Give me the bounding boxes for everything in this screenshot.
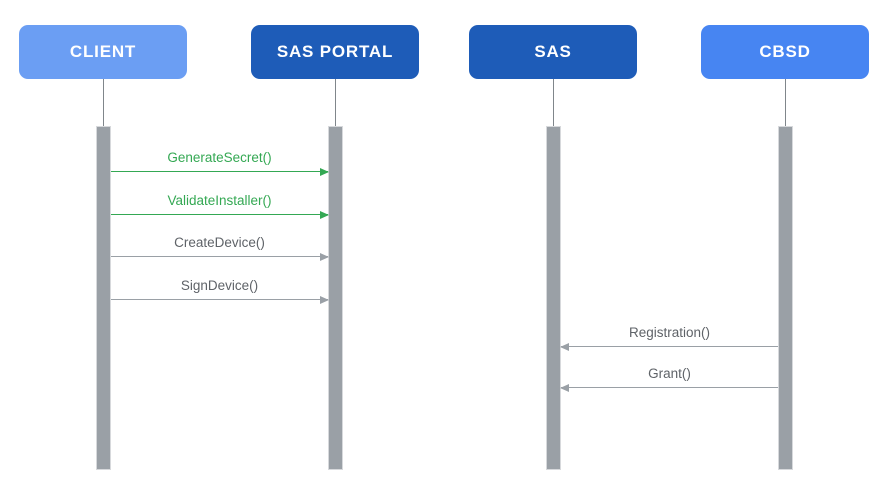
message-validate-installer: ValidateInstaller() [111, 185, 329, 219]
lifeline-cbsd [784, 79, 786, 126]
actor-box-sas-portal: SAS PORTAL [251, 25, 419, 79]
arrowhead-left-icon [560, 342, 569, 351]
actor-box-sas: SAS [469, 25, 637, 79]
message-grant: Grant() [560, 358, 778, 392]
actor-box-cbsd: CBSD [701, 25, 869, 79]
activation-bar-cbsd [777, 126, 793, 470]
arrowhead-right-icon [320, 252, 329, 261]
message-label-generate-secret: GenerateSecret() [167, 150, 272, 165]
message-line [111, 213, 328, 215]
message-line [111, 298, 328, 300]
message-sign-device: SignDevice() [111, 270, 329, 304]
message-line [111, 170, 328, 172]
message-label-create-device: CreateDevice() [174, 235, 265, 250]
actor-label-sas-portal: SAS PORTAL [276, 42, 394, 61]
lifeline-sas [552, 79, 554, 126]
message-label-validate-installer: ValidateInstaller() [167, 193, 272, 208]
message-label-sign-device: SignDevice() [180, 278, 259, 293]
message-registration: Registration() [560, 317, 778, 351]
arrowhead-left-icon [560, 383, 569, 392]
actor-box-client: CLIENT [19, 25, 187, 79]
message-label-registration: Registration() [628, 325, 711, 340]
lifeline-client [102, 79, 104, 126]
message-label-grant: Grant() [648, 366, 691, 381]
activation-bar-sas-portal [327, 126, 343, 470]
arrowhead-right-icon [320, 210, 329, 219]
actor-label-cbsd: CBSD [759, 42, 811, 61]
message-line [111, 255, 328, 257]
actor-label-client: CLIENT [69, 42, 137, 61]
message-line [561, 345, 778, 347]
activation-bar-sas [545, 126, 561, 470]
lifeline-sas-portal [334, 79, 336, 126]
arrowhead-right-icon [320, 295, 329, 304]
message-generate-secret: GenerateSecret() [111, 142, 329, 176]
actor-label-sas: SAS [534, 42, 572, 61]
message-create-device: CreateDevice() [111, 227, 329, 261]
activation-bar-client [95, 126, 111, 470]
message-line [561, 386, 778, 388]
arrowhead-right-icon [320, 167, 329, 176]
